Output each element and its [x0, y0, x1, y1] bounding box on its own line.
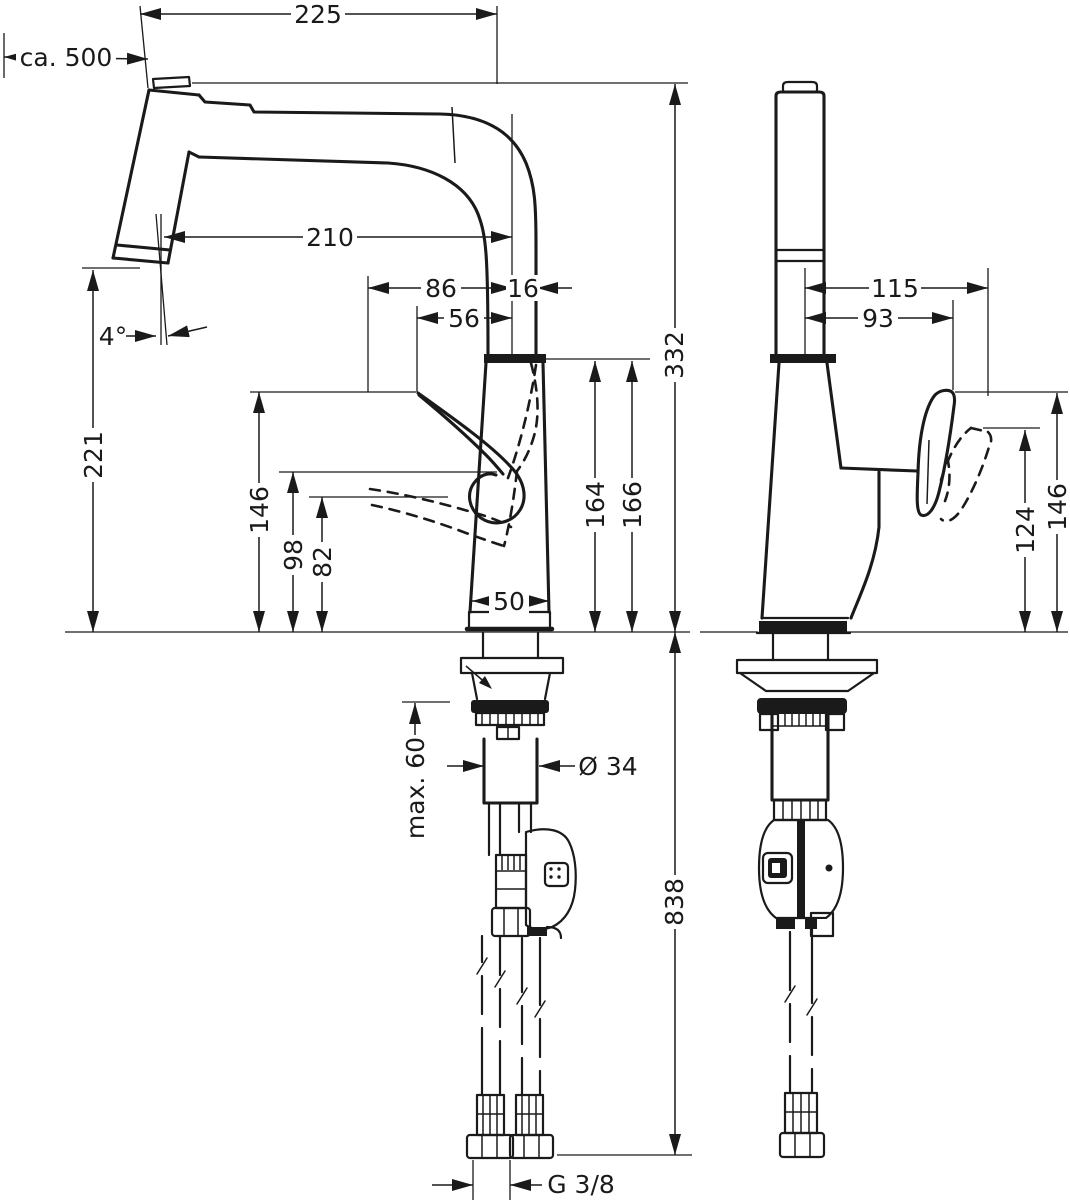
dim-label-124: 124 — [1011, 506, 1040, 554]
dim-label-86: 86 — [425, 274, 457, 303]
dim-label-146-left: 146 — [245, 486, 274, 534]
front-under-counter — [459, 631, 577, 1160]
dim-label-210: 210 — [306, 223, 354, 252]
dim-label-115: 115 — [871, 274, 919, 303]
dim-label-98: 98 — [279, 539, 308, 571]
dim-164: 164 — [581, 478, 610, 532]
dim-label-146-right: 146 — [1043, 483, 1070, 531]
dim-56: 56 — [444, 304, 484, 333]
dim-label-164: 164 — [581, 481, 610, 529]
side-body — [755, 354, 919, 635]
front-view-faucet — [111, 75, 577, 1160]
dimension-lines — [3, 7, 1063, 1191]
dim-221: 221 — [79, 428, 108, 482]
dim-98: 98 — [279, 535, 308, 575]
dim-label-dia34: Ø 34 — [578, 752, 637, 781]
side-handle-alt-position-dashed — [939, 426, 993, 523]
side-under-counter — [735, 631, 879, 1159]
thread-ticks — [481, 713, 539, 725]
dim-label-ca500: ca. 500 — [20, 43, 113, 72]
dim-838: 838 — [660, 875, 689, 929]
dim-124: 124 — [1011, 503, 1040, 557]
dim-146-left: 146 — [245, 483, 274, 537]
dim-label-56: 56 — [448, 304, 480, 333]
spray-hose — [784, 927, 818, 1095]
dim-label-16: 16 — [507, 274, 539, 303]
dim-diameter-34: Ø 34 — [578, 752, 637, 781]
dim-label-221: 221 — [79, 431, 108, 479]
dim-label-82: 82 — [308, 546, 337, 578]
side-view-faucet — [735, 80, 993, 1159]
extension-lines — [65, 5, 1068, 1200]
dim-pullout-ca500: ca. 500 — [16, 43, 116, 72]
dim-label-g38: G 3/8 — [547, 1170, 615, 1199]
dim-spout-width-225: 225 — [291, 0, 345, 29]
spout — [197, 93, 538, 357]
dim-115: 115 — [869, 274, 921, 303]
dim-label-50: 50 — [493, 587, 525, 616]
dim-thread-g38: G 3/8 — [547, 1170, 615, 1199]
dim-reach-210: 210 — [303, 223, 357, 252]
lever-handle — [416, 391, 526, 525]
spray-head — [111, 75, 201, 265]
dim-label-max60: max. 60 — [401, 737, 430, 839]
faucet-body — [464, 354, 555, 632]
dim-16: 16 — [506, 274, 540, 303]
dim-146-right: 146 — [1043, 480, 1070, 534]
supply-hoses — [476, 934, 546, 1097]
dim-label-166: 166 — [618, 481, 647, 529]
dim-93: 93 — [858, 304, 898, 333]
dim-label-4deg: 4° — [99, 322, 127, 351]
handle-alt-position-dashed — [368, 361, 539, 548]
dim-label-838: 838 — [660, 878, 689, 926]
side-spout-column — [774, 80, 826, 357]
dim-82: 82 — [308, 542, 337, 582]
dim-angle-4deg: 4° — [99, 322, 127, 351]
side-lever-handle — [915, 388, 957, 518]
dim-max-60: max. 60 — [401, 735, 430, 841]
dimension-labels: 225 ca. 500 210 86 16 56 4° 50 — [16, 0, 1070, 1199]
dim-label-225: 225 — [294, 0, 342, 29]
dim-166: 166 — [618, 478, 647, 532]
dim-label-93: 93 — [862, 304, 894, 333]
dim-332: 332 — [660, 328, 689, 382]
dim-label-332: 332 — [660, 331, 689, 379]
dim-50: 50 — [489, 587, 529, 616]
thread-ticks — [772, 714, 828, 727]
dim-86: 86 — [421, 274, 461, 303]
